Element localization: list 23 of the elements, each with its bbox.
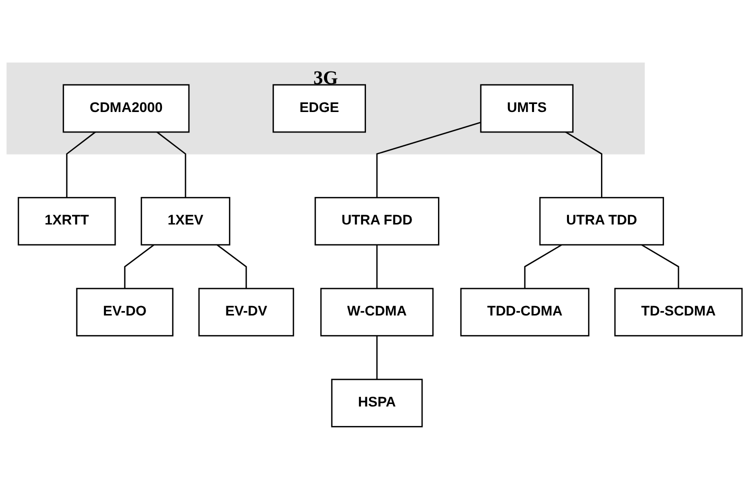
node-box: EV-DV [198,288,294,336]
connector [216,244,247,288]
connector [124,244,154,288]
connector [156,131,186,198]
connector [376,244,378,288]
connector [641,244,680,288]
node-box: HSPA [331,378,423,427]
node-box: UMTS [480,84,574,132]
node-box: TDD-CDMA [460,288,590,336]
node-box: 1XRTT [18,196,116,246]
connector [66,131,96,198]
connector [376,121,481,198]
node-box: UTRA TDD [539,196,664,246]
connector [376,335,378,380]
connector [524,244,562,288]
node-box: CDMA2000 [62,84,190,132]
node-box: 1XEV [140,196,230,246]
node-box: UTRA FDD [314,196,440,246]
node-box: W-CDMA [320,288,434,336]
connector [565,131,602,198]
node-box: EV-DO [76,288,174,336]
node-box: EDGE [272,84,366,132]
node-box: TD-SCDMA [614,288,743,336]
